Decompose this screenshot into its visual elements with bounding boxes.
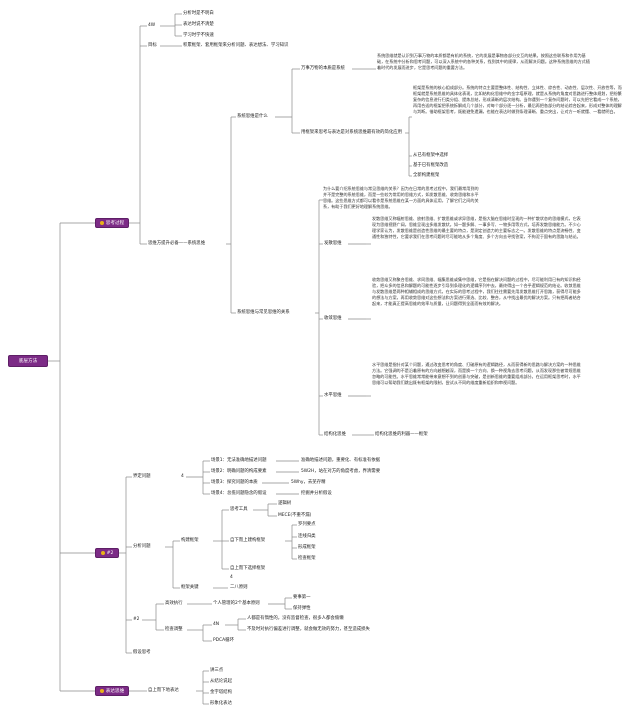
node-hypothesis[interactable]: 假设思考 [133,650,151,655]
bottom-up-3[interactable]: 形成框架 [298,545,316,550]
efficient-2[interactable]: 保持弹性 [293,606,311,611]
star-icon [99,688,104,693]
node-divergent[interactable]: 发散思维 [324,241,342,246]
bottom-up-2[interactable]: 连线归类 [298,534,316,539]
star-icon [99,220,104,225]
node-goal[interactable]: 目标 [148,43,157,48]
item-4w-2[interactable]: 表达时说不清楚 [183,22,214,27]
check-2[interactable]: 不及时对执行偏差进行调整，就会做无效的努力，甚至造成损失 [247,627,370,632]
express-2[interactable]: 从结论说起 [210,679,232,684]
scene-4-note: 挖掘并分析假设 [301,491,332,496]
framework-simplify-text: 框架是系统的核心组成部分。系统的特点主要是整体性、结构性、立体性、综合性、动态性… [413,85,622,114]
scene-1[interactable]: 场景1：无法准确地描述问题 [211,458,267,463]
node-check-adjust[interactable]: 检查调整 [165,627,183,632]
node-top-down-express[interactable]: 自上而下地表达 [148,688,179,693]
node-convergent[interactable]: 收敛思维 [324,316,342,321]
tool-logic-tree[interactable]: 逻辑树 [278,501,292,506]
efficient-1[interactable]: 要事第一 [293,595,311,600]
scene-1-note: 准确地描述问题，重要化、有标准有依据 [301,458,381,463]
node-execute[interactable]: #2 [133,617,140,622]
tool-mece[interactable]: MECE(不重不漏) [278,513,312,518]
node-structured[interactable]: 结构化思维 [324,432,346,437]
node-essence-system[interactable]: 万事万物的本质是系统 [301,66,345,71]
check-1[interactable]: 人都是有惰性的，没有监督检查，很多人都会偷懒 [247,616,344,621]
scene-3[interactable]: 场景3：探究问题的本质 [211,480,258,485]
node-analyze-problem[interactable]: 分析问题 [133,544,151,549]
node-what-is-system[interactable]: 系统思维是什么 [237,114,268,119]
node-system-vs-common[interactable]: 系统思维与常见思维的关系 [237,310,290,315]
goal-text: 积累框架、套用框架来分析问题、表达想法、学习知识 [183,43,289,48]
node-framework-key[interactable]: 框架关键 [181,585,199,590]
node-bottom-up[interactable]: 自下而上建构框架 [230,538,266,543]
framework-choice-2[interactable]: 基于已有框架改造 [413,163,449,168]
scene-2-note: 5W2H，站在对方的角度考虑，界清需要 [301,469,381,474]
divergent-text: 发散思维又称辐射思维、放射思维、扩散思维或求异思维，是指大脑在思维时呈现的一种扩… [372,216,581,239]
check-sub: 4N [213,622,220,627]
node-framework-simplify[interactable]: 用框架来思考与表达是对系统思维最有效的简化应用 [301,130,402,135]
express-3[interactable]: 金字塔结构 [210,690,232,695]
essence-system-text: 系统思维就是认识到万事万物的本质都是有机的系统，它的发展是事物各部分交互的结果。… [377,53,590,70]
bottom-up-1[interactable]: 罗列要点 [298,522,316,527]
node-lateral[interactable]: 水平思维 [324,393,342,398]
branch-expression-label: 表达思维 [105,689,125,694]
item-4w-3[interactable]: 学习时学不快速 [183,33,214,38]
branch-expression[interactable]: 表达思维 [95,686,129,696]
node-define-problem[interactable]: 界定问题 [133,474,151,479]
node-thinking-tools[interactable]: 思考工具 [230,507,248,512]
branch-2[interactable]: #2 [95,548,119,558]
star-icon [100,550,105,555]
node-build-framework[interactable]: 构建框架 [181,538,199,543]
branch-2-label: #2 [106,551,114,556]
framework-key-note: 二八原则 [230,585,248,590]
scene-4[interactable]: 场景4：总揽问题隐含的假设 [211,491,267,496]
system-vs-common-intro: 为什么要介绍系统思维与常见思维的关系？因为在日常的思考过程中，我们最常用到的并不… [323,186,479,209]
node-4w[interactable]: 4W [148,23,156,28]
efficient-exec-sub: 个人管理的2个基本原则 [213,601,260,606]
branch-thinking-process[interactable]: 思考过程 [95,218,129,228]
root-node[interactable]: 底层方法 [8,355,48,367]
branch-thinking-label: 思考过程 [105,221,125,226]
scene-3-note: 5Why，去芜存精 [291,480,326,485]
structured-text: 结构化思维的利器——框架 [375,432,428,437]
express-4[interactable]: 形象化表达 [210,701,232,706]
bottom-up-4[interactable]: 检查框架 [298,556,316,561]
item-4w-1[interactable]: 分析时是不明白 [183,11,214,16]
node-efficient-exec[interactable]: 高效执行 [165,601,183,606]
node-top-down[interactable]: 自上而下选择框架 [230,566,266,571]
scene-2[interactable]: 场景2：明确问题的构成要素 [211,469,267,474]
framework-choice-1[interactable]: 从已有框架中选择 [413,153,449,158]
check-pdca[interactable]: PDCA循环 [213,638,234,643]
define-mark: 4 [181,474,184,479]
convergent-text: 收敛思维又称聚合思维、求同思维、辐集思维或集中思维，它是指在解决问题的过程中，尽… [372,277,581,306]
node-system-thinking[interactable]: 思维方提升必备——系统思维 [148,241,206,246]
framework-choice-3[interactable]: 全新构建框架 [413,173,440,178]
lateral-text: 水平思维是指针对某个问题，通过改变思考的角度、打破原有的逻辑路径，从而获得新的思… [372,362,581,385]
express-1[interactable]: 讲三点 [210,668,224,673]
top-down-mark: 4 [230,575,233,580]
